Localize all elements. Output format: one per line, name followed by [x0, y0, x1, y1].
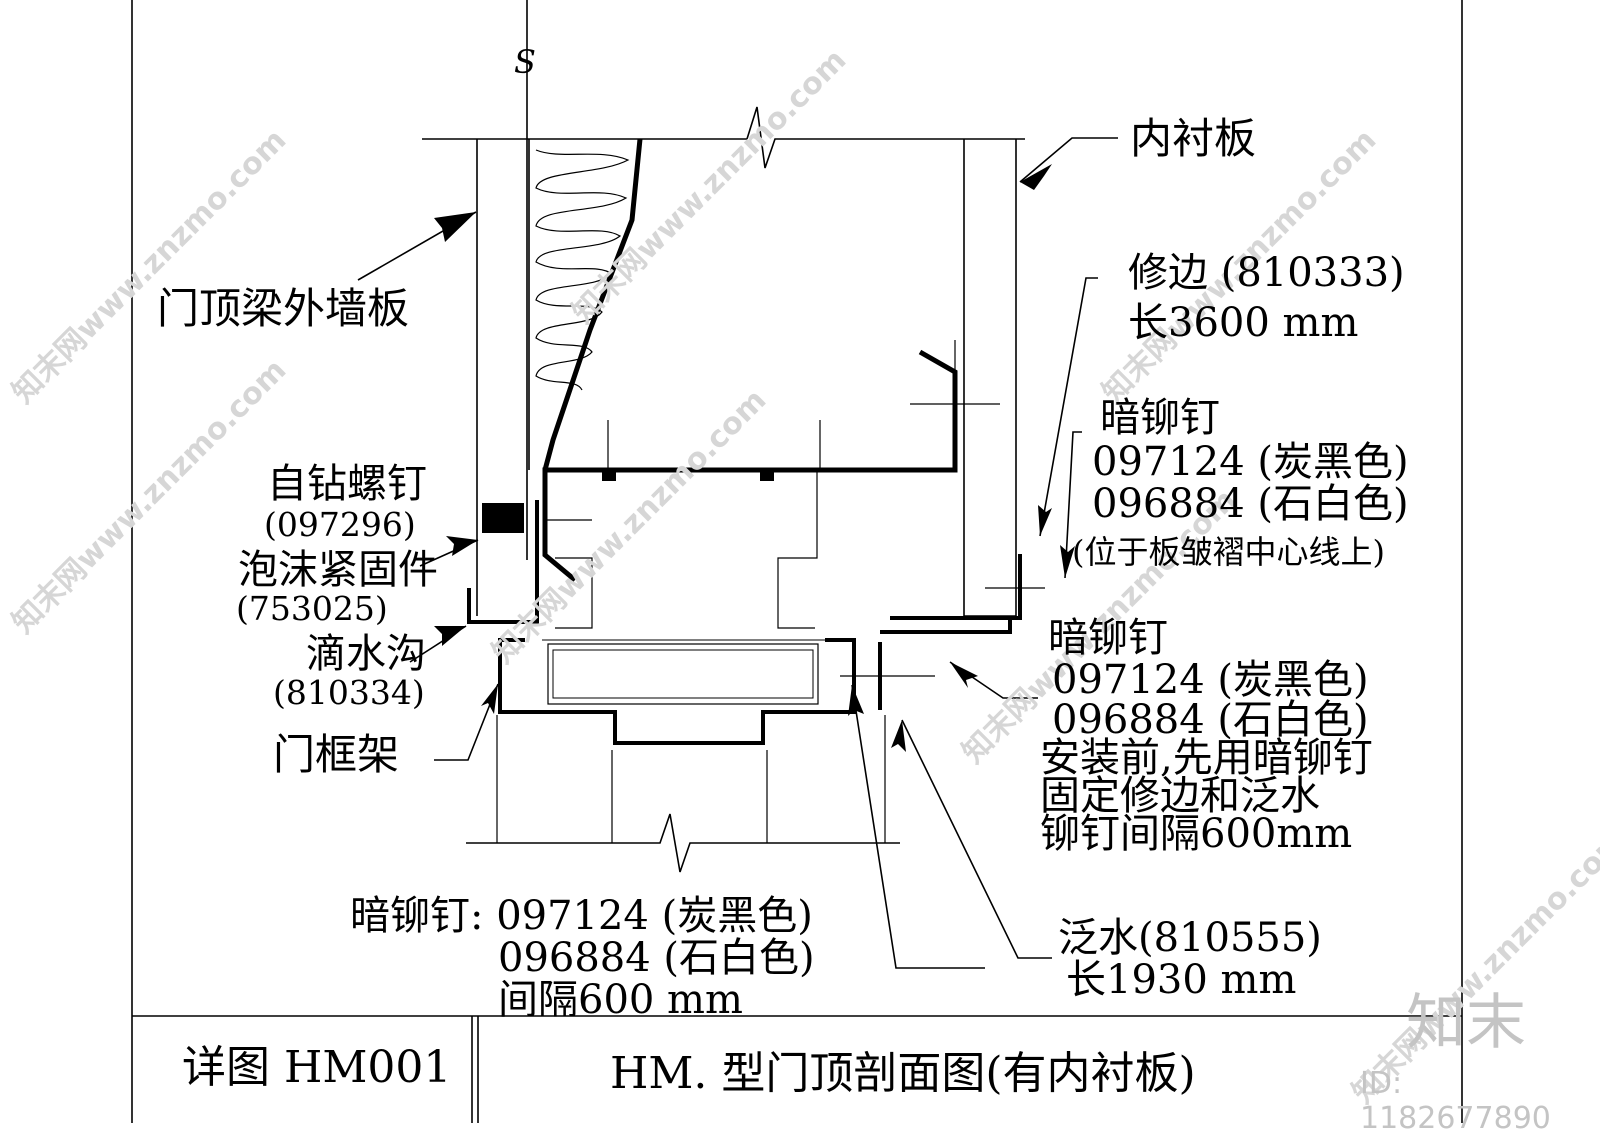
label-rivet1-1: 暗铆钉: [1100, 395, 1220, 441]
leader-trim: [1039, 277, 1098, 537]
label-rivet2-3: 096884 (石白色): [1052, 697, 1369, 743]
label-rivet1-2: 097124 (炭黑色): [1092, 439, 1409, 485]
label-screw-2: (097296): [264, 505, 416, 544]
label-flashing-2: 长1930 mm: [1066, 957, 1297, 1003]
arrow-outer-wall: [434, 212, 476, 242]
label-rivet3-3: 间隔600 mm: [498, 977, 743, 1023]
label-flashing-1: 泛水(810555): [1058, 915, 1322, 961]
label-rivet2-1: 暗铆钉: [1048, 615, 1168, 661]
label-drip-1: 滴水沟: [306, 631, 426, 677]
bottom-break-line: [466, 813, 900, 873]
label-inner-panel: 内衬板: [1130, 114, 1257, 163]
top-break-line: [422, 106, 1025, 169]
label-rivet2-6: 铆钉间隔600mm: [1040, 811, 1353, 857]
label-rivet1-3: 096884 (石白色): [1092, 481, 1409, 527]
label-rivet3-2: 096884 (石白色): [498, 935, 815, 981]
image-id: ID: 1182677890: [1360, 1066, 1551, 1136]
door-header-box: [547, 643, 819, 705]
leader-flashing: [901, 719, 1052, 959]
label-outer-wall: 门顶梁外墙板: [157, 284, 410, 333]
label-drip-2: (810334): [273, 673, 425, 712]
leader-inner-panel: [1019, 137, 1118, 183]
brand-logo: 知末: [1406, 988, 1526, 1058]
drip-flashing: [467, 500, 539, 624]
door-frame: [498, 638, 856, 745]
label-rivet1-4: (位于板皱褶中心线上): [1072, 533, 1385, 571]
leader-rivet-3: [851, 684, 985, 969]
flashing-trim: [878, 554, 1022, 710]
title-block-detail: 详图 HM001: [182, 1042, 452, 1093]
label-trim-2: 长3600 mm: [1128, 300, 1359, 346]
label-screw-1: 自钻螺钉: [267, 461, 427, 507]
leader-rivet-1: [1064, 431, 1082, 579]
section-mark: S: [514, 43, 536, 81]
label-rivet2-2: 097124 (炭黑色): [1052, 657, 1369, 703]
label-rivet2-4: 安装前,先用暗铆钉: [1040, 735, 1373, 781]
arrow-inner-panel: [1020, 164, 1052, 190]
title-block-title: HM. 型门顶剖面图(有内衬板): [610, 1048, 1196, 1099]
z-girt: [542, 349, 958, 582]
label-foam-1: 泡沫紧固件: [238, 547, 438, 593]
outer-wall-profile: [542, 138, 643, 471]
label-rivet3-1: 暗铆钉: 097124 (炭黑色): [350, 893, 813, 939]
leader-door-frame: [434, 683, 499, 761]
foam-closure-block: [482, 503, 524, 533]
insulation-pattern: [535, 149, 630, 391]
label-door-frame: 门框架: [273, 730, 400, 779]
label-foam-2: (753025): [236, 589, 388, 628]
label-trim-1: 修边 (810333): [1128, 250, 1405, 296]
label-rivet2-5: 固定修边和泛水: [1040, 773, 1320, 819]
